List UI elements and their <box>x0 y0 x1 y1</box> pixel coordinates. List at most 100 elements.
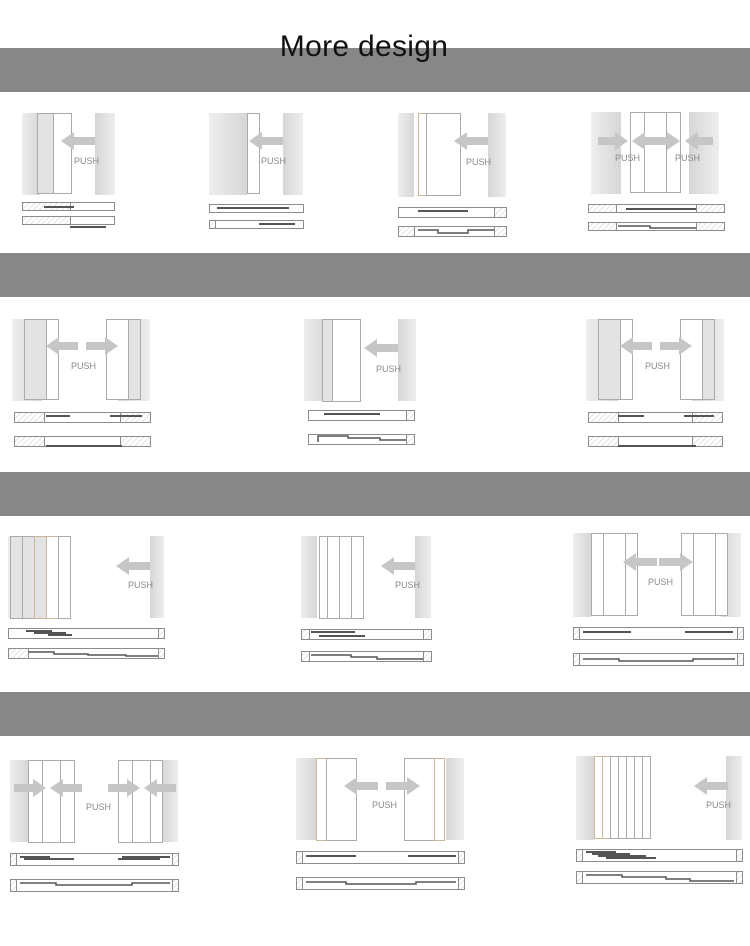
push-arrow-right <box>86 337 118 355</box>
door-panel <box>434 758 445 841</box>
door-panel <box>351 536 364 619</box>
push-arrow-right <box>659 553 693 571</box>
door-panel <box>626 756 635 839</box>
track-line <box>306 881 456 885</box>
push-label: PUSH <box>706 800 731 810</box>
track-wall-hatch <box>423 629 432 640</box>
wall <box>162 760 178 842</box>
push-arrow-right <box>660 337 692 355</box>
design-4-1: PUSH <box>10 760 179 892</box>
push-arrow-left <box>249 132 283 150</box>
wall <box>296 758 316 840</box>
door-panel <box>150 760 163 843</box>
wall <box>576 756 594 840</box>
door-panel <box>34 536 47 619</box>
track-wall-hatch <box>296 877 303 890</box>
track-frame <box>573 627 744 640</box>
wall <box>573 533 591 617</box>
door-panel <box>327 536 340 619</box>
push-arrow-left <box>61 132 95 150</box>
track-wall-hatch <box>301 651 310 662</box>
track-wall-hatch <box>588 436 619 447</box>
wall <box>398 319 416 401</box>
push-arrow-left <box>685 132 713 150</box>
wall <box>209 113 247 195</box>
door-panel <box>332 319 361 402</box>
design-3-2: PUSH <box>301 536 432 662</box>
page-title: More design <box>279 30 449 63</box>
push-label: PUSH <box>466 157 491 167</box>
wall <box>488 113 506 197</box>
door-panel <box>666 112 681 193</box>
design-4-3: PUSH <box>576 756 743 884</box>
door-panel <box>24 319 47 400</box>
door-panel <box>594 756 603 839</box>
track-wall-hatch <box>692 412 723 423</box>
door-panel <box>60 760 75 843</box>
push-arrow-left <box>344 777 378 795</box>
track-wall-hatch <box>588 204 617 213</box>
door-panel <box>326 758 357 841</box>
door-panel <box>618 756 627 839</box>
track-wall-hatch <box>692 436 723 447</box>
door-panel <box>118 760 133 843</box>
push-label: PUSH <box>261 156 286 166</box>
door-panel <box>46 536 59 619</box>
track-wall-hatch <box>8 648 29 659</box>
track-frame <box>398 207 507 218</box>
track-line <box>418 229 494 234</box>
section-band-1 <box>0 48 750 92</box>
track-frame <box>308 410 415 421</box>
track-wall-hatch <box>120 412 151 423</box>
track-line <box>28 651 158 657</box>
door-panel <box>610 756 619 839</box>
track-line <box>586 874 734 882</box>
track-wall-hatch <box>494 207 507 218</box>
push-label: PUSH <box>615 153 640 163</box>
push-label: PUSH <box>372 800 397 810</box>
door-panel <box>247 113 260 194</box>
track-wall-hatch <box>398 226 415 237</box>
track-wall-hatch <box>696 222 725 231</box>
section-band-3 <box>0 472 750 516</box>
push-arrow-left <box>623 553 657 571</box>
track-wall-hatch <box>458 877 465 890</box>
door-panel <box>10 536 23 619</box>
track-wall-hatch <box>406 410 415 421</box>
push-label: PUSH <box>128 580 153 590</box>
track-wall-hatch <box>209 220 216 229</box>
design-2-2: PUSH <box>304 319 416 445</box>
design-1-3: PUSH <box>398 113 507 237</box>
track-line <box>317 435 406 442</box>
push-label: PUSH <box>71 361 96 371</box>
door-panel <box>602 756 611 839</box>
door-panel <box>642 756 651 839</box>
door-panel <box>316 758 327 841</box>
wall <box>689 112 719 194</box>
track-wall-hatch <box>22 216 71 225</box>
wall <box>591 112 621 194</box>
design-1-2: PUSH <box>209 113 304 229</box>
track-wall-hatch <box>14 436 45 447</box>
track-wall-hatch <box>736 871 743 884</box>
door-panel <box>426 113 461 196</box>
track-wall-hatch <box>296 851 303 864</box>
push-label: PUSH <box>86 802 111 812</box>
wall <box>22 113 40 195</box>
wall <box>446 758 464 840</box>
push-arrow-right <box>108 779 140 797</box>
track-wall-hatch <box>158 648 165 659</box>
door-panel <box>58 536 71 619</box>
push-arrow-left <box>694 777 728 795</box>
track-wall-hatch <box>423 651 432 662</box>
push-arrow-right <box>14 779 46 797</box>
track-wall-hatch <box>10 853 17 866</box>
track-line <box>583 658 735 662</box>
design-3-1: PUSH <box>8 536 165 659</box>
door-panel <box>322 319 333 402</box>
track-wall-hatch <box>573 627 580 640</box>
push-arrow-right <box>652 132 680 150</box>
door-panel <box>620 319 633 400</box>
door-panel <box>28 760 43 843</box>
design-4-2: PUSH <box>296 758 465 890</box>
